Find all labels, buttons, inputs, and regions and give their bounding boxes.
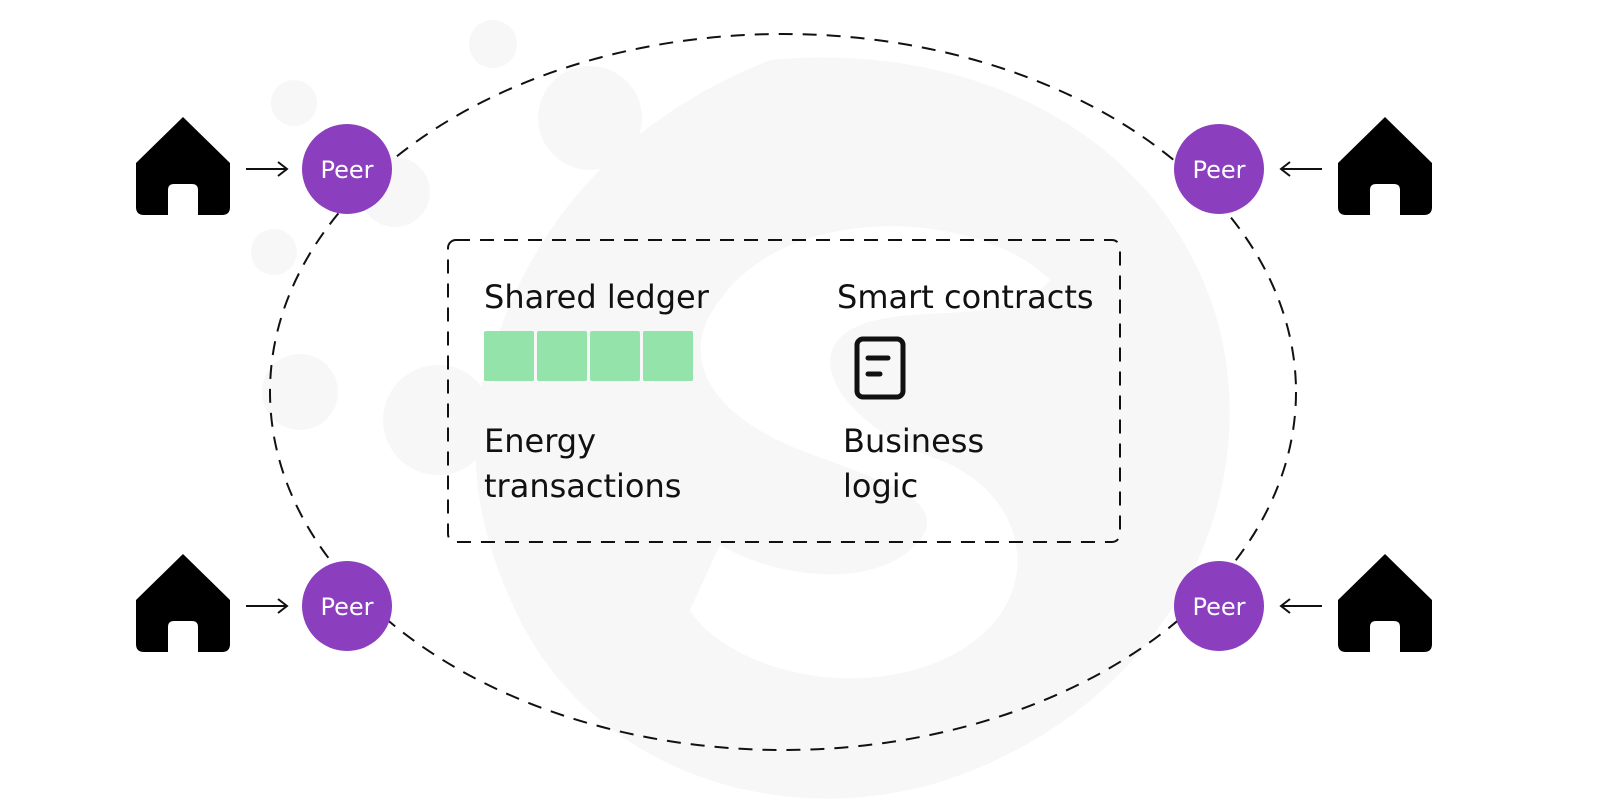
contracts-caption-line1: Business — [843, 422, 984, 460]
ledger-caption-line1: Energy — [484, 422, 596, 460]
ledger-block — [537, 331, 587, 381]
arrow-icon-top-right — [1279, 161, 1322, 177]
peer-label: Peer — [1192, 593, 1245, 621]
network-boundary — [269, 33, 1297, 751]
contracts-title: Smart contracts — [837, 278, 1094, 316]
peer-label: Peer — [320, 156, 373, 184]
peer-label: Peer — [1192, 156, 1245, 184]
ledger-block — [643, 331, 693, 381]
peer-node-bottom-left: Peer — [302, 561, 392, 651]
shared-system-box — [447, 239, 1121, 543]
ledger-title: Shared ledger — [484, 278, 710, 316]
contracts-caption: Business logic — [843, 422, 994, 505]
arrow-icon-bottom-left — [246, 598, 289, 614]
ledger-block — [484, 331, 534, 381]
ledger-caption: Energy transactions — [484, 422, 681, 505]
house-icon-top-right — [1338, 117, 1432, 215]
arrow-icon-top-left — [246, 161, 289, 177]
house-icon-bottom-left — [136, 554, 230, 652]
house-icon-top-left — [136, 117, 230, 215]
background-watermark-cutout — [690, 226, 1050, 679]
document-icon — [854, 336, 906, 400]
contracts-caption-line2: logic — [843, 467, 918, 505]
peer-label: Peer — [320, 593, 373, 621]
arrow-icon-bottom-right — [1279, 598, 1322, 614]
ledger-blocks — [484, 331, 693, 381]
peer-node-top-right: Peer — [1174, 124, 1264, 214]
peer-node-top-left: Peer — [302, 124, 392, 214]
peer-node-bottom-right: Peer — [1174, 561, 1264, 651]
ledger-block — [590, 331, 640, 381]
ledger-caption-line2: transactions — [484, 467, 681, 505]
house-icon-bottom-right — [1338, 554, 1432, 652]
